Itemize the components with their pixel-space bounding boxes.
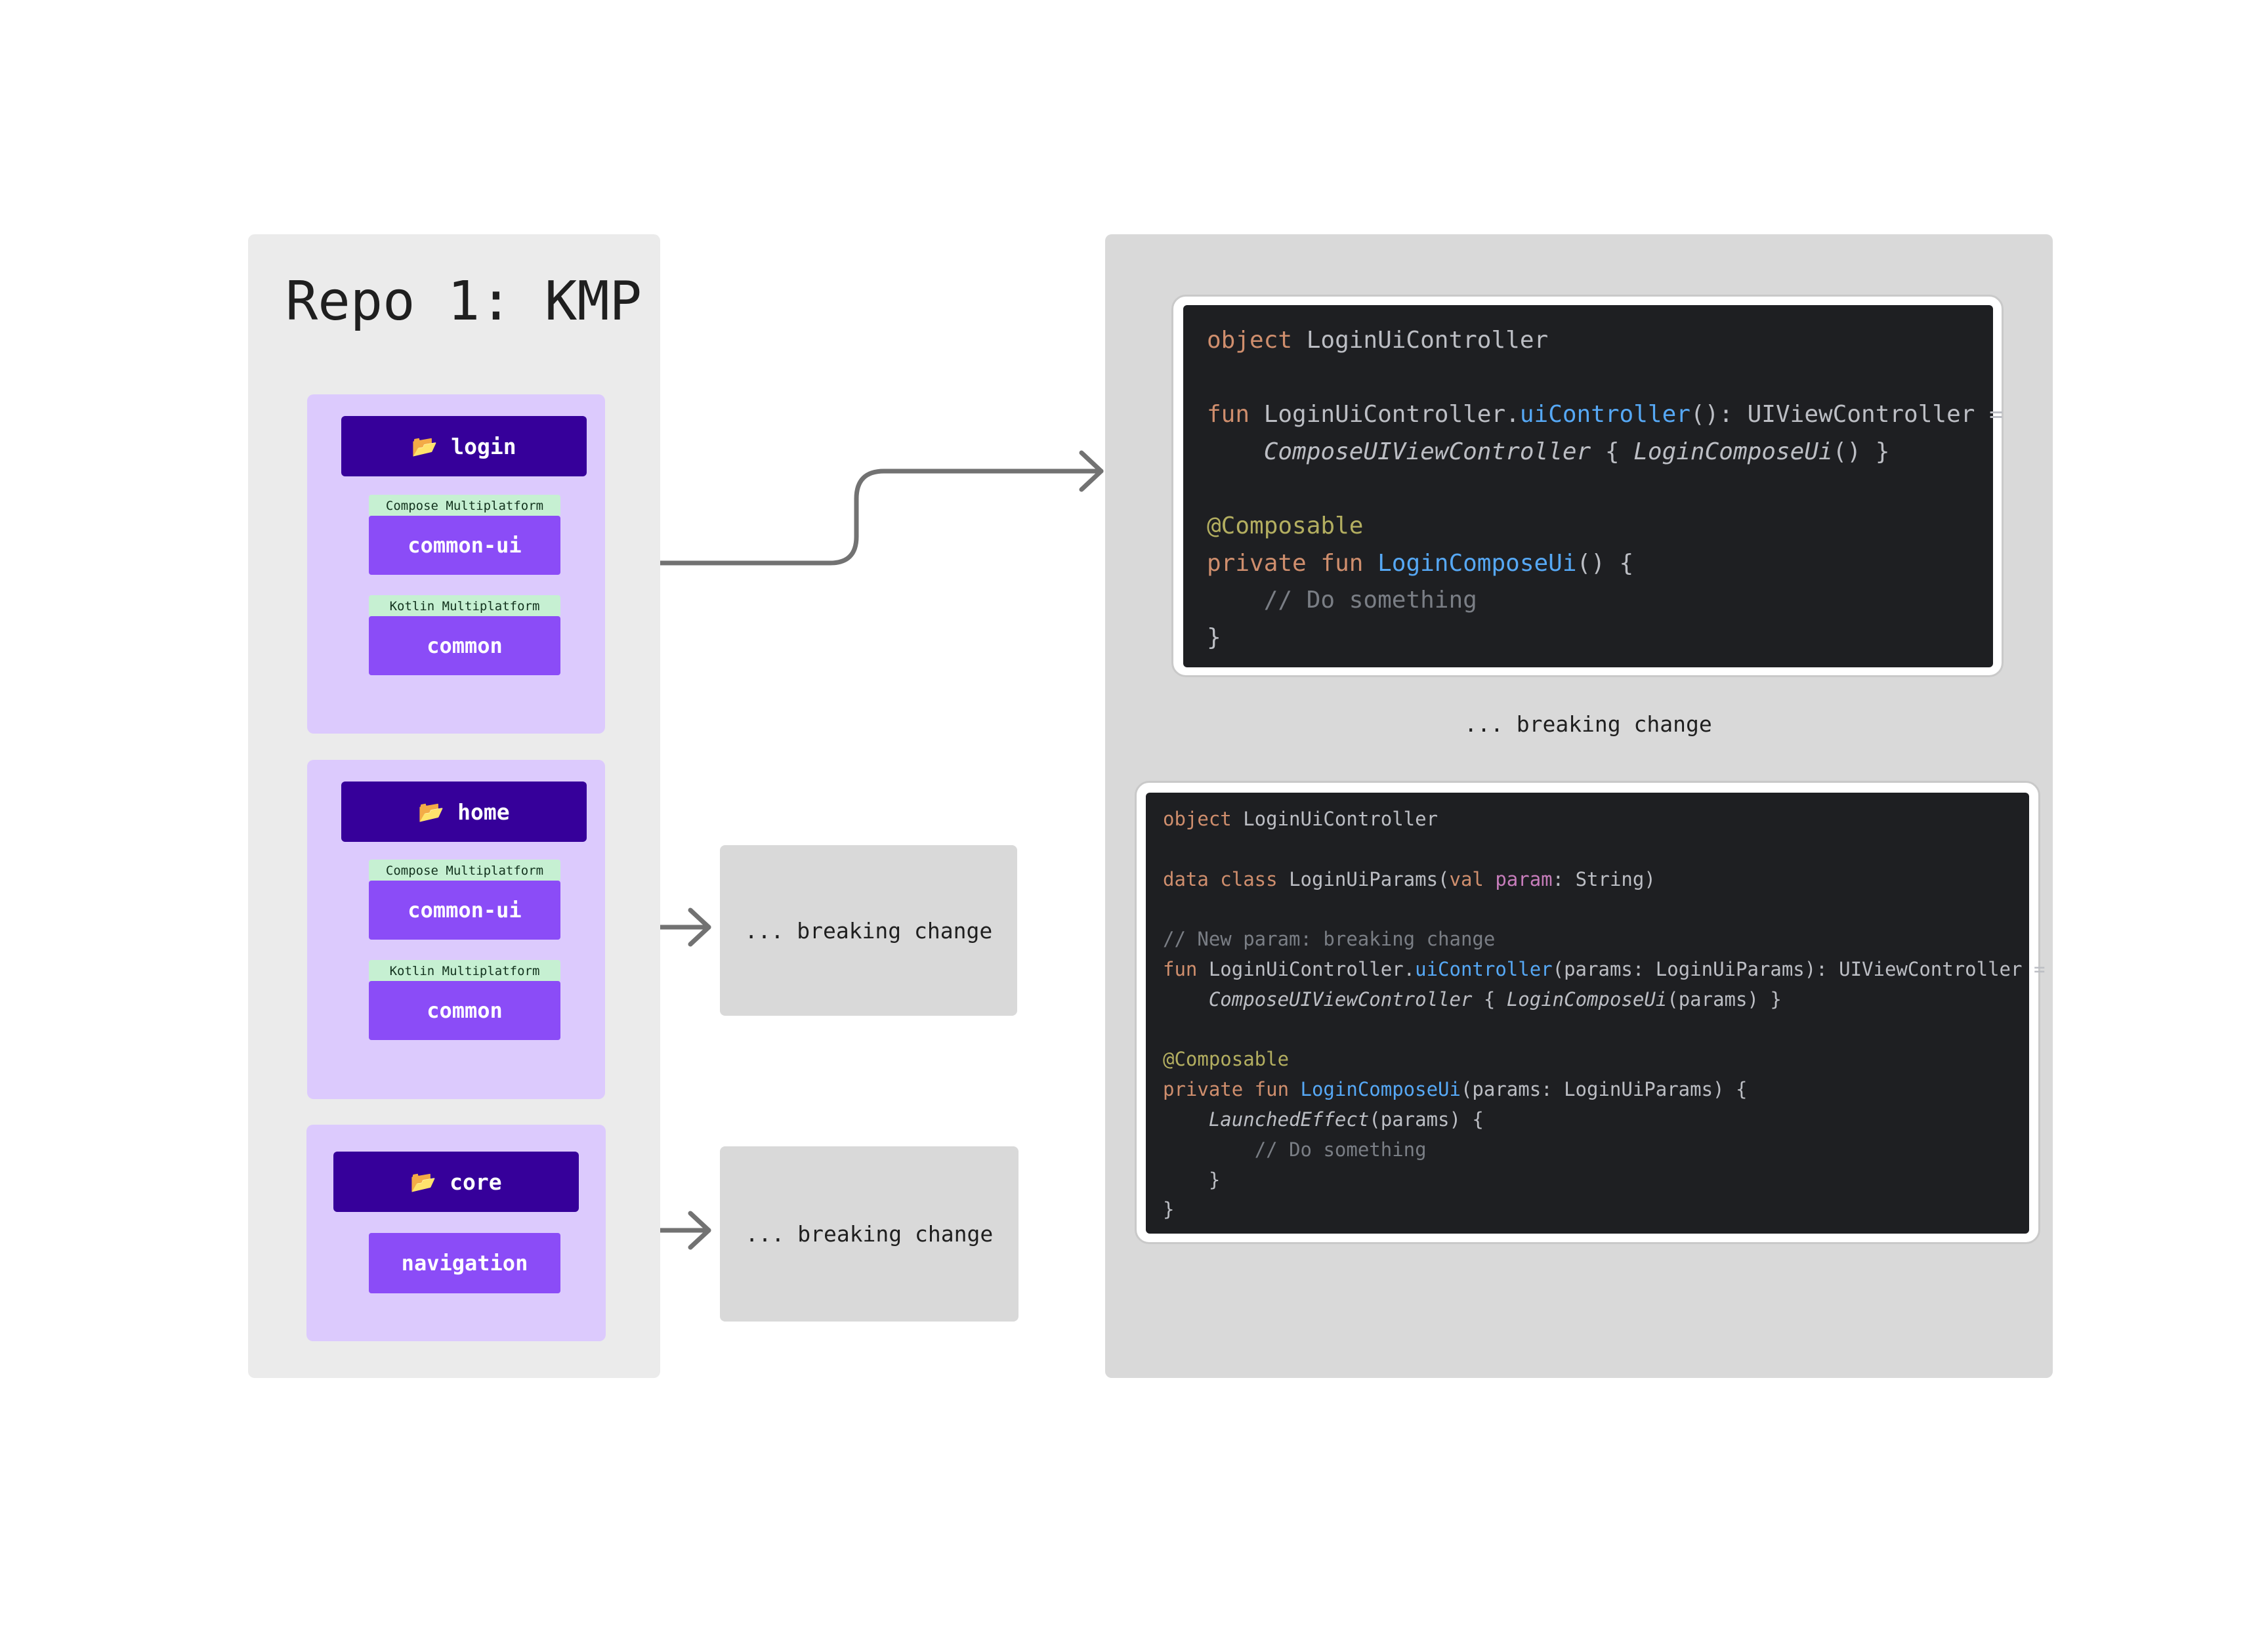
code-token: LoginComposeUi <box>1377 549 1577 577</box>
repo-title: Repo 1: KMP <box>285 270 642 333</box>
login-connector-arrowhead <box>1079 450 1104 492</box>
folder-header-login: 📂 login <box>341 416 587 476</box>
folder-label: login <box>451 433 516 459</box>
code-line <box>1163 1015 2029 1045</box>
code-token: // Do something <box>1263 587 1477 614</box>
code-token: @Composable <box>1163 1048 1290 1071</box>
code-token: private fun <box>1207 549 1378 577</box>
code-line: } <box>1163 1195 2029 1225</box>
breaking-change-box-core: ... breaking change <box>720 1146 1018 1322</box>
code-line: @Composable <box>1207 508 1993 545</box>
submodule-common: common <box>369 616 560 675</box>
code-token: LoginComposeUi <box>1633 438 1833 465</box>
code-line: } <box>1207 619 1993 657</box>
code-line: fun LoginUiController.uiController(param… <box>1163 955 2045 985</box>
code-token: LoginUiController. <box>1208 957 1416 980</box>
code-token: val <box>1449 867 1496 890</box>
code-token: object <box>1207 327 1307 354</box>
code-token: uiController <box>1519 401 1690 428</box>
breaking-change-box-home: ... breaking change <box>720 845 1017 1016</box>
breaking-change-label: ... breaking change <box>1464 711 1712 737</box>
code-token: fun <box>1163 957 1209 980</box>
code-token: { <box>1591 438 1634 465</box>
submodule-common-ui: common-ui <box>369 516 560 575</box>
code-token: (params) } <box>1667 988 1782 1011</box>
submodule-navigation: navigation <box>369 1233 560 1293</box>
folder-label: home <box>457 799 510 825</box>
code-line: ComposeUIViewController { LoginComposeUi… <box>1163 985 2029 1015</box>
code-line: data class LoginUiParams(val param: Stri… <box>1163 865 2029 895</box>
code-token: object <box>1163 808 1244 830</box>
code-token: LoginComposeUi <box>1506 988 1668 1011</box>
code-token: : String) <box>1552 867 1656 890</box>
code-token: (): UIViewController = <box>1690 401 2004 428</box>
code-snippet-before: object LoginUiController fun LoginUiCont… <box>1183 305 2004 667</box>
code-line: private fun LoginComposeUi() { <box>1207 545 1993 583</box>
code-token: } <box>1163 1168 1221 1191</box>
code-token: } <box>1163 1198 1175 1221</box>
folder-header-home: 📂 home <box>341 782 587 842</box>
code-token: (params: LoginUiParams): UIViewControlle… <box>1552 957 2046 980</box>
tag-compose-multiplatform: Compose Multiplatform <box>369 860 560 881</box>
code-token: { <box>1472 988 1507 1011</box>
code-token: (params) { <box>1369 1108 1484 1131</box>
code-token: LoginUiController <box>1306 327 1549 354</box>
code-token: uiController <box>1415 957 1553 980</box>
code-token: ComposeUIViewController <box>1208 988 1473 1011</box>
code-token: } <box>1207 623 1221 651</box>
code-token <box>1163 1108 1209 1131</box>
code-line <box>1163 894 2029 925</box>
code-token <box>1207 587 1264 614</box>
code-token: LoginComposeUi <box>1300 1078 1461 1101</box>
code-line: object LoginUiController <box>1163 804 2029 835</box>
code-token: // New param: breaking change <box>1163 928 1496 951</box>
code-line <box>1207 360 1993 397</box>
code-token: fun <box>1207 401 1264 428</box>
code-line: fun LoginUiController.uiController(): UI… <box>1207 396 2004 434</box>
code-token: @Composable <box>1207 512 1364 539</box>
code-token: () { <box>1576 549 1634 577</box>
code-token: (params: LoginUiParams) { <box>1460 1078 1748 1101</box>
code-line: object LoginUiController <box>1207 322 1993 360</box>
code-line <box>1207 470 1993 508</box>
code-token <box>1163 1138 1255 1161</box>
code-token <box>1207 438 1264 465</box>
code-token: LoginUiController. <box>1263 401 1520 428</box>
code-line: // Do something <box>1207 582 1993 619</box>
login-to-code-connector <box>611 469 1104 566</box>
code-token: param <box>1495 867 1553 890</box>
folder-open-icon: 📂 <box>418 799 445 824</box>
folder-open-icon: 📂 <box>411 434 438 459</box>
code-snippet-after: object LoginUiController data class Logi… <box>1146 793 2045 1234</box>
code-line: // Do something <box>1163 1135 2029 1165</box>
code-token: LoginUiParams( <box>1289 867 1450 890</box>
code-token: ComposeUIViewController <box>1263 438 1591 465</box>
code-token: // Do something <box>1254 1138 1427 1161</box>
code-line: @Composable <box>1163 1045 2029 1075</box>
code-line: ComposeUIViewController { LoginComposeUi… <box>1207 434 1993 471</box>
code-token: () } <box>1832 438 1890 465</box>
folder-header-core: 📂 core <box>333 1152 579 1212</box>
code-line: // New param: breaking change <box>1163 925 2029 955</box>
code-token <box>1163 988 1209 1011</box>
code-token: data class <box>1163 867 1290 890</box>
code-line: } <box>1163 1165 2029 1196</box>
submodule-common: common <box>369 981 560 1040</box>
home-connector-arrowhead <box>688 907 711 947</box>
tag-kotlin-multiplatform: Kotlin Multiplatform <box>369 595 560 617</box>
folder-open-icon: 📂 <box>410 1169 437 1194</box>
submodule-common-ui: common-ui <box>369 881 560 940</box>
core-connector-arrowhead <box>688 1211 711 1250</box>
code-token: private fun <box>1163 1078 1301 1101</box>
code-token: LaunchedEffect <box>1208 1108 1370 1131</box>
tag-kotlin-multiplatform: Kotlin Multiplatform <box>369 960 560 982</box>
code-line <box>1163 835 2029 865</box>
code-line: LaunchedEffect(params) { <box>1163 1105 2029 1135</box>
code-token: LoginUiController <box>1243 808 1438 830</box>
folder-label: core <box>450 1169 502 1195</box>
tag-compose-multiplatform: Compose Multiplatform <box>369 495 560 516</box>
code-line: private fun LoginComposeUi(params: Login… <box>1163 1075 2029 1105</box>
